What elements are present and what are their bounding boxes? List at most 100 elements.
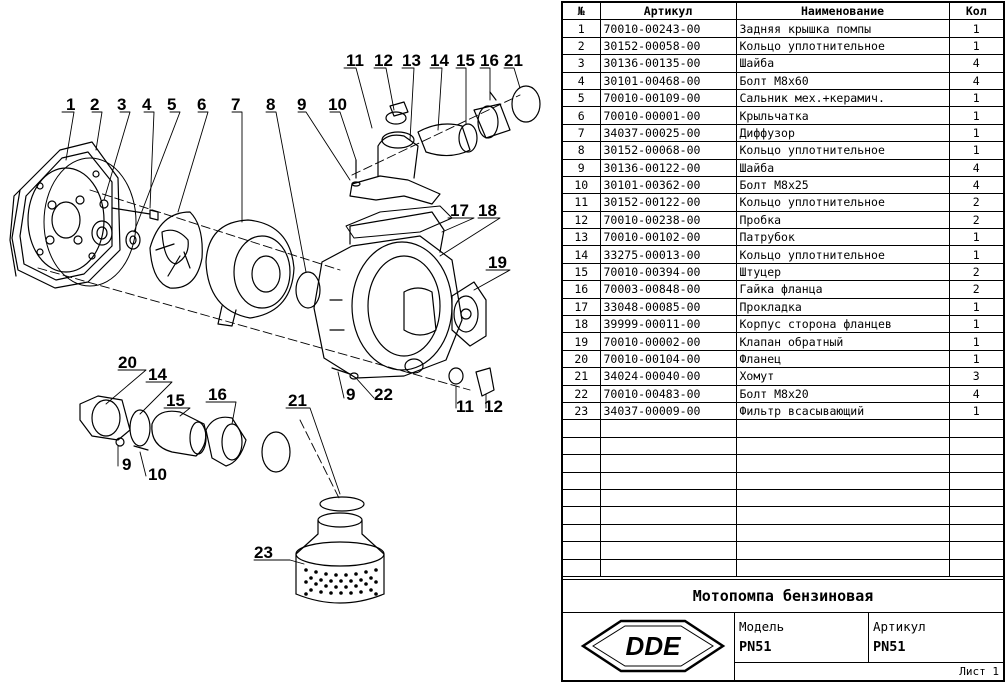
- row-article: 70010-00243-00: [599, 19, 737, 38]
- empty-cell: [948, 454, 1003, 473]
- row-qty: 1: [948, 401, 1003, 421]
- callout-18: 18: [478, 201, 497, 220]
- row-no: 19: [563, 332, 601, 351]
- empty-cell: [735, 488, 950, 508]
- row-article: 34037-00009-00: [599, 401, 737, 421]
- part-outlet-connector: [417, 91, 511, 157]
- callout-2: 2: [90, 95, 99, 114]
- callout-9: 9: [297, 95, 306, 114]
- table-row-empty: [563, 419, 1003, 438]
- row-no: 7: [563, 123, 601, 143]
- row-no: 8: [563, 141, 601, 160]
- empty-cell: [599, 454, 737, 473]
- row-article: 70010-00002-00: [599, 332, 737, 351]
- part-outlet-elbow: [349, 131, 441, 205]
- row-article: 30101-00468-00: [599, 71, 737, 90]
- table-row-empty: [563, 558, 1003, 577]
- row-name: Кольцо уплотнительное: [735, 36, 950, 56]
- row-article: 70010-00238-00: [599, 210, 737, 230]
- empty-cell: [948, 523, 1003, 543]
- empty-cell: [563, 506, 601, 525]
- empty-cell: [599, 523, 737, 543]
- row-no: 14: [563, 245, 601, 264]
- row-qty: 1: [948, 106, 1003, 125]
- row-article: 30152-00122-00: [599, 193, 737, 212]
- part-rear-cover: [9, 141, 121, 289]
- row-qty: 1: [948, 228, 1003, 247]
- row-name: Шайба: [735, 158, 950, 177]
- row-no: 15: [563, 262, 601, 282]
- row-name: Болт M8x20: [735, 384, 950, 403]
- table-row-empty: [563, 541, 1003, 560]
- row-no: 11: [563, 193, 601, 212]
- part-fitting-15: [151, 410, 207, 457]
- model-cell: Модель PN51: [735, 613, 869, 663]
- row-qty: 1: [948, 332, 1003, 351]
- row-article: 39999-00011-00: [599, 315, 737, 334]
- part-flange-nut-16: [205, 416, 247, 467]
- sheet-number: Лист 1: [959, 665, 999, 678]
- callout-14-top: 14: [430, 51, 449, 70]
- row-article: 30136-00135-00: [599, 54, 737, 73]
- empty-cell: [563, 471, 601, 490]
- brand-logo: DDE: [563, 613, 735, 680]
- row-qty: 2: [948, 262, 1003, 282]
- table-row-empty: [563, 454, 1003, 473]
- empty-cell: [735, 558, 950, 577]
- callout-16-top: 16: [480, 51, 499, 70]
- callout-11-top: 11: [346, 51, 364, 70]
- part-oring-large: [43, 157, 137, 287]
- empty-cell: [599, 419, 737, 438]
- row-article: 30101-00362-00: [599, 175, 737, 195]
- title-block: Мотопомпа бензиновая DDE Модель PN51 Арт…: [563, 579, 1003, 680]
- part-impeller: [149, 211, 203, 289]
- empty-cell: [563, 541, 601, 560]
- row-article: 30152-00058-00: [599, 36, 737, 56]
- row-article: 70010-00109-00: [599, 88, 737, 108]
- empty-cell: [563, 488, 601, 508]
- callout-4: 4: [142, 95, 152, 114]
- header-no: №: [563, 3, 601, 21]
- empty-cell: [563, 419, 601, 438]
- row-no: 12: [563, 210, 601, 230]
- row-name: Болт M8x60: [735, 71, 950, 90]
- row-name: Кольцо уплотнительное: [735, 245, 950, 264]
- part-clamp-21-lower: [261, 431, 291, 473]
- part-flange-20: [79, 395, 131, 441]
- part-small-bolts: [115, 437, 149, 451]
- row-qty: 4: [948, 71, 1003, 90]
- callout-12-top: 12: [374, 51, 393, 70]
- part-pump-housing: [313, 211, 463, 379]
- table-row-empty: [563, 506, 1003, 525]
- part-suction-filter: [295, 512, 385, 604]
- callout-5: 5: [167, 95, 176, 114]
- row-name: Диффузор: [735, 123, 950, 143]
- row-article: 70003-00848-00: [599, 280, 737, 299]
- part-gasket: [345, 205, 453, 239]
- row-no: 5: [563, 88, 601, 108]
- row-name: Фильтр всасывающий: [735, 401, 950, 421]
- row-qty: 1: [948, 19, 1003, 38]
- empty-cell: [948, 558, 1003, 577]
- row-name: Задняя крышка помпы: [735, 19, 950, 38]
- logo-text: DDE: [626, 631, 682, 661]
- part-clamp-top: [511, 85, 541, 123]
- empty-cell: [735, 506, 950, 525]
- row-qty: 1: [948, 349, 1003, 369]
- leader-lines: [61, 67, 521, 565]
- row-name: Кольцо уплотнительное: [735, 141, 950, 160]
- row-article: 30152-00068-00: [599, 141, 737, 160]
- empty-cell: [735, 523, 950, 543]
- row-no: 13: [563, 228, 601, 247]
